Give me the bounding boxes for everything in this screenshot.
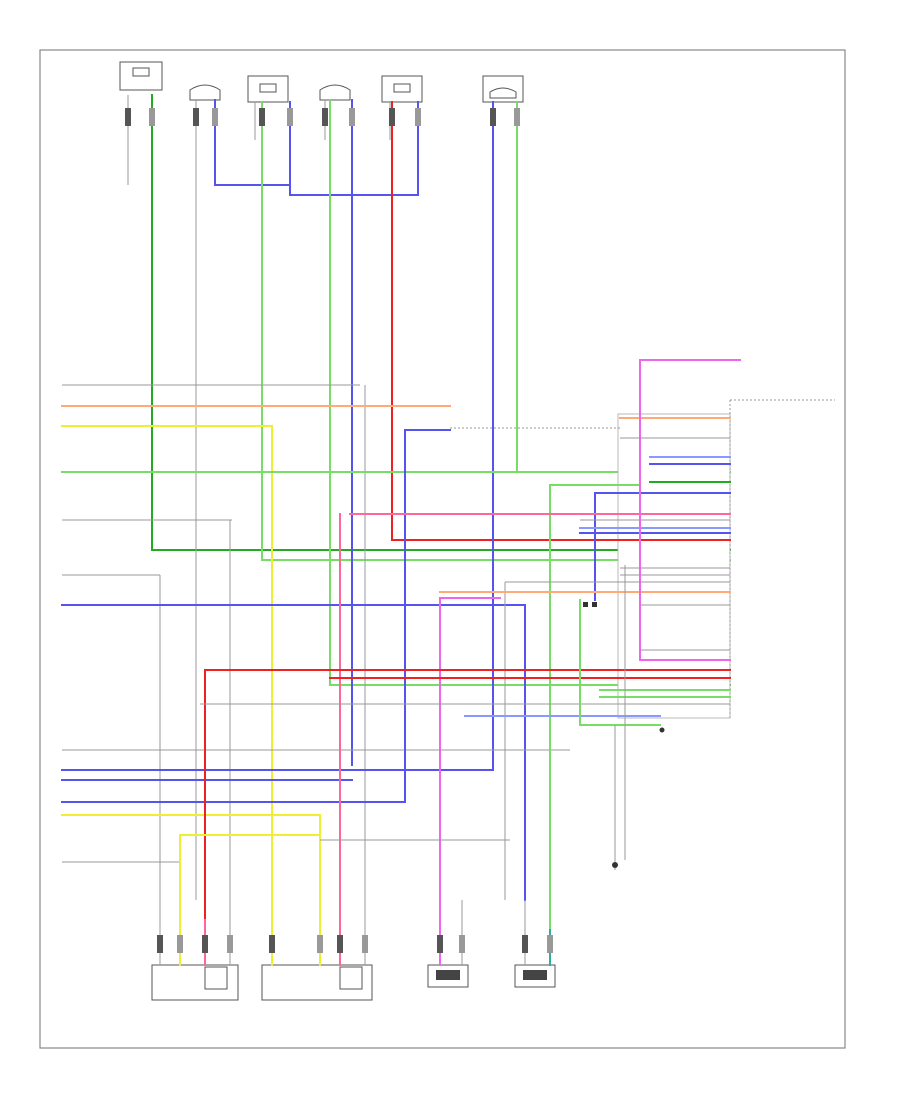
top-component-3: [247, 75, 289, 103]
bottom-component-2: [261, 964, 373, 1001]
top-component-4: [319, 84, 351, 101]
top-component-1: [119, 61, 163, 91]
bottom-component-4: [514, 964, 556, 988]
diagram-frame: [39, 49, 846, 1049]
mid-connector: [583, 602, 597, 607]
top-component-5: [381, 75, 423, 103]
top-component-6: [482, 75, 524, 103]
bottom-component-1: [151, 964, 239, 1001]
pcm-inputs: [200, 359, 741, 931]
bottom-connector-ticks: [157, 935, 553, 953]
top-component-2: [189, 84, 221, 101]
right-ground: [612, 725, 665, 870]
top-connector-ticks: [125, 108, 520, 126]
bottom-component-3: [427, 964, 469, 988]
bottom-wires: [159, 814, 551, 966]
top-stub-wires: [127, 94, 419, 196]
